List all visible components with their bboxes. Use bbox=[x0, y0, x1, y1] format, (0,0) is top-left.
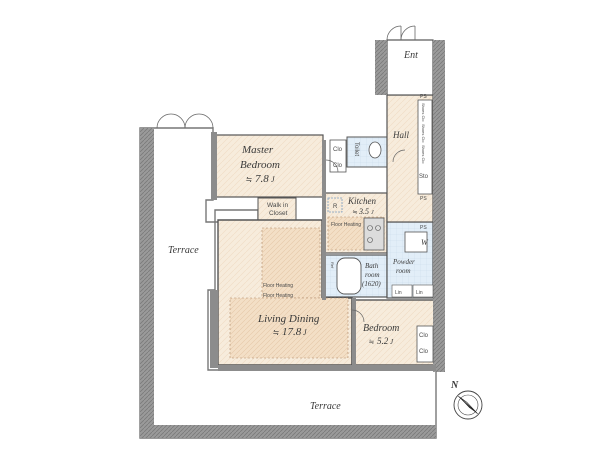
interior bbox=[156, 25, 445, 372]
master-bedroom-size-prefix: ≒ bbox=[245, 175, 252, 184]
living-dining-unit: J bbox=[303, 328, 307, 337]
powder-room-label-1: Powder bbox=[392, 258, 415, 266]
kitchen-unit: J bbox=[371, 210, 374, 216]
terrace-left-label: Terrace bbox=[168, 245, 199, 256]
shoes-clo-1-label: Shoes Clo bbox=[421, 103, 426, 122]
terrace-area bbox=[139, 127, 437, 439]
ps-3-label: PS bbox=[420, 225, 427, 231]
living-dining-size: 17.8 bbox=[282, 326, 302, 338]
shoes-clo-3-label: Shoes Clo bbox=[421, 145, 426, 164]
clo-bed-2-label: Clo bbox=[419, 349, 429, 355]
kitchen-heating-label: Floor Heating bbox=[331, 222, 361, 228]
ref-label: Ref bbox=[330, 262, 335, 269]
bath-label-1: Bath bbox=[365, 262, 379, 270]
bedroom-size-prefix: ≒ bbox=[368, 338, 374, 346]
master-bedroom-label-1: Master bbox=[241, 144, 274, 156]
north-compass-icon bbox=[453, 390, 483, 420]
terrace-bottom-label: Terrace bbox=[310, 401, 341, 412]
washer-label: W bbox=[421, 238, 429, 247]
ps-1-label: PS bbox=[420, 94, 427, 100]
walk-in-closet-label-2: Closet bbox=[269, 210, 288, 217]
r-label: R bbox=[333, 204, 338, 210]
master-bedroom-unit: J bbox=[271, 175, 275, 184]
bath-label-2: room bbox=[365, 271, 380, 279]
lin-1-label: Lin bbox=[395, 290, 402, 296]
walk-in-closet-label-1: Walk in bbox=[267, 202, 288, 209]
shoes-clo-2-label: Shoes Clo bbox=[421, 124, 426, 143]
toilet-label: Toilet bbox=[353, 142, 359, 156]
lin-2-label: Lin bbox=[416, 290, 423, 296]
ps-2-label: PS bbox=[420, 196, 427, 202]
sto-label: Sto bbox=[419, 174, 429, 180]
bedroom-size: 5.2 bbox=[377, 336, 389, 346]
entrance-label: Ent bbox=[403, 50, 418, 61]
master-bedroom-size: 7.8 bbox=[255, 173, 269, 185]
clo-bed-1-label: Clo bbox=[419, 333, 429, 339]
living-dining-label: Living Dining bbox=[257, 313, 320, 325]
master-bedroom-label-2: Bedroom bbox=[240, 159, 280, 171]
kitchen-size: 3.5 bbox=[358, 207, 369, 216]
clo-master-1-label: Clo bbox=[333, 147, 343, 153]
compass-north-label: N bbox=[450, 380, 459, 391]
powder-room-label-2: room bbox=[396, 267, 411, 275]
kitchen-label: Kitchen bbox=[347, 196, 376, 206]
bedroom-unit: J bbox=[390, 338, 394, 346]
living-dining-size-prefix: ≒ bbox=[272, 328, 279, 337]
bedroom-label: Bedroom bbox=[363, 323, 399, 334]
hall-label: Hall bbox=[392, 130, 410, 140]
living-heating-label-2: Floor Heating bbox=[263, 293, 293, 299]
clo-master-2-label: Clo bbox=[333, 163, 343, 169]
bath-label-3: (1620) bbox=[362, 280, 381, 288]
living-heating-label-1: Floor Heating bbox=[263, 283, 293, 289]
kitchen-size-prefix: ≒ bbox=[352, 210, 358, 216]
